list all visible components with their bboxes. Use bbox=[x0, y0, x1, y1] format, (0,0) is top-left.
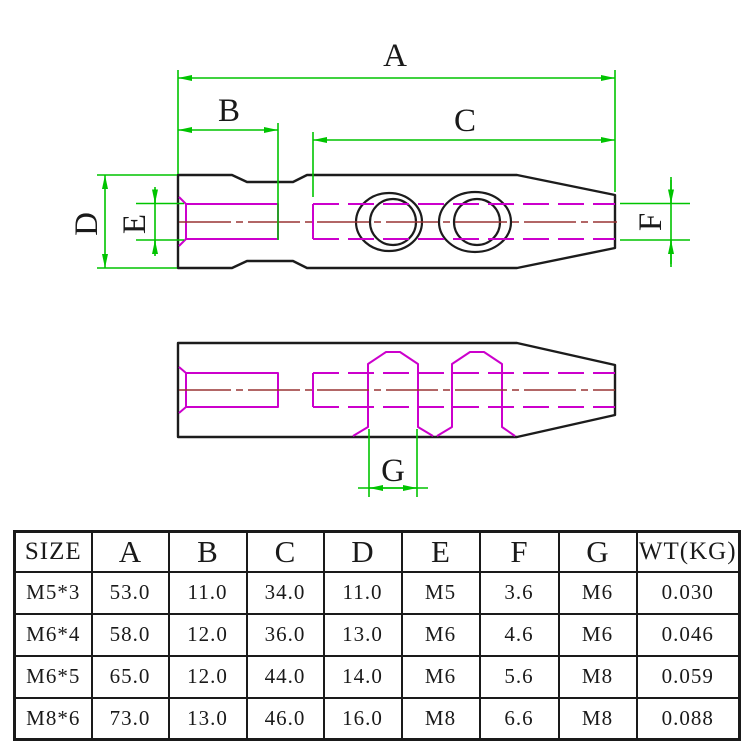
table-cell: 14.0 bbox=[322, 654, 403, 699]
table-cell: 13.0 bbox=[322, 612, 403, 657]
dim-label-g: G bbox=[381, 453, 405, 489]
table-cell: 12.0 bbox=[167, 612, 248, 657]
col-header-e: E bbox=[400, 530, 481, 573]
table-header-row: SIZE A B C D E F G WT(KG) bbox=[13, 530, 741, 573]
col-header-weight: WT(KG) bbox=[635, 530, 741, 573]
table-cell: 3.6 bbox=[478, 570, 560, 615]
col-header-size: SIZE bbox=[13, 530, 93, 573]
cell-size: M8*6 bbox=[13, 696, 93, 741]
dimension-c: C bbox=[312, 103, 615, 197]
table-cell: M6 bbox=[557, 612, 638, 657]
part-outline bbox=[176, 173, 617, 270]
dim-label-b: B bbox=[218, 93, 240, 129]
col-header-b: B bbox=[167, 530, 248, 573]
table-cell: 58.0 bbox=[90, 612, 170, 657]
dimension-d: D bbox=[69, 174, 177, 269]
table-cell: 13.0 bbox=[167, 696, 248, 741]
table-cell: 46.0 bbox=[245, 696, 325, 741]
table-cell: 0.030 bbox=[635, 570, 741, 615]
dimension-b: B bbox=[178, 93, 279, 240]
cross-hole-outer bbox=[437, 190, 513, 254]
table-cell: M5 bbox=[400, 570, 481, 615]
table-cell: 0.059 bbox=[635, 654, 741, 699]
col-header-g: G bbox=[557, 530, 638, 573]
table-cell: 4.6 bbox=[478, 612, 560, 657]
table-cell: 0.046 bbox=[635, 612, 741, 657]
table-cell: 11.0 bbox=[322, 570, 403, 615]
cross-hole-section bbox=[352, 351, 434, 437]
side-view bbox=[176, 173, 617, 270]
cross-hole-section bbox=[436, 351, 516, 437]
table-cell: 5.6 bbox=[478, 654, 560, 699]
table-cell: M6 bbox=[557, 570, 638, 615]
table-cell: 0.088 bbox=[635, 696, 741, 741]
table-cell: 34.0 bbox=[245, 570, 325, 615]
technical-drawing: A B C D E F bbox=[69, 38, 690, 497]
table-cell: 12.0 bbox=[167, 654, 248, 699]
dimension-a: A bbox=[177, 38, 616, 192]
table-cell: M6 bbox=[400, 612, 481, 657]
dim-label-f: F bbox=[633, 213, 669, 231]
dimension-g: G bbox=[358, 429, 428, 497]
table-cell: 16.0 bbox=[322, 696, 403, 741]
table-cell: M6 bbox=[400, 654, 481, 699]
table-cell: 65.0 bbox=[90, 654, 170, 699]
dimension-e: E bbox=[117, 187, 184, 256]
table-cell: M8 bbox=[557, 696, 638, 741]
table-cell: 6.6 bbox=[478, 696, 560, 741]
dim-label-d: D bbox=[69, 212, 105, 236]
cell-size: M5*3 bbox=[13, 570, 93, 615]
dimension-f: F bbox=[620, 177, 690, 267]
dim-label-c: C bbox=[454, 103, 476, 139]
col-header-a: A bbox=[90, 530, 170, 573]
col-header-f: F bbox=[478, 530, 560, 573]
part-outline bbox=[176, 341, 617, 439]
section-view bbox=[176, 341, 617, 439]
col-header-d: D bbox=[322, 530, 403, 573]
cell-size: M6*4 bbox=[13, 612, 93, 657]
table-cell: M8 bbox=[557, 654, 638, 699]
table-cell: 36.0 bbox=[245, 612, 325, 657]
dim-label-a: A bbox=[383, 38, 407, 74]
table-cell: M8 bbox=[400, 696, 481, 741]
col-header-c: C bbox=[245, 530, 325, 573]
thread-hole-left bbox=[178, 366, 279, 414]
table-cell: 73.0 bbox=[90, 696, 170, 741]
table-cell: 44.0 bbox=[245, 654, 325, 699]
cell-size: M6*5 bbox=[13, 654, 93, 699]
dim-label-e: E bbox=[117, 214, 153, 234]
table-cell: 53.0 bbox=[90, 570, 170, 615]
table-cell: 11.0 bbox=[167, 570, 248, 615]
